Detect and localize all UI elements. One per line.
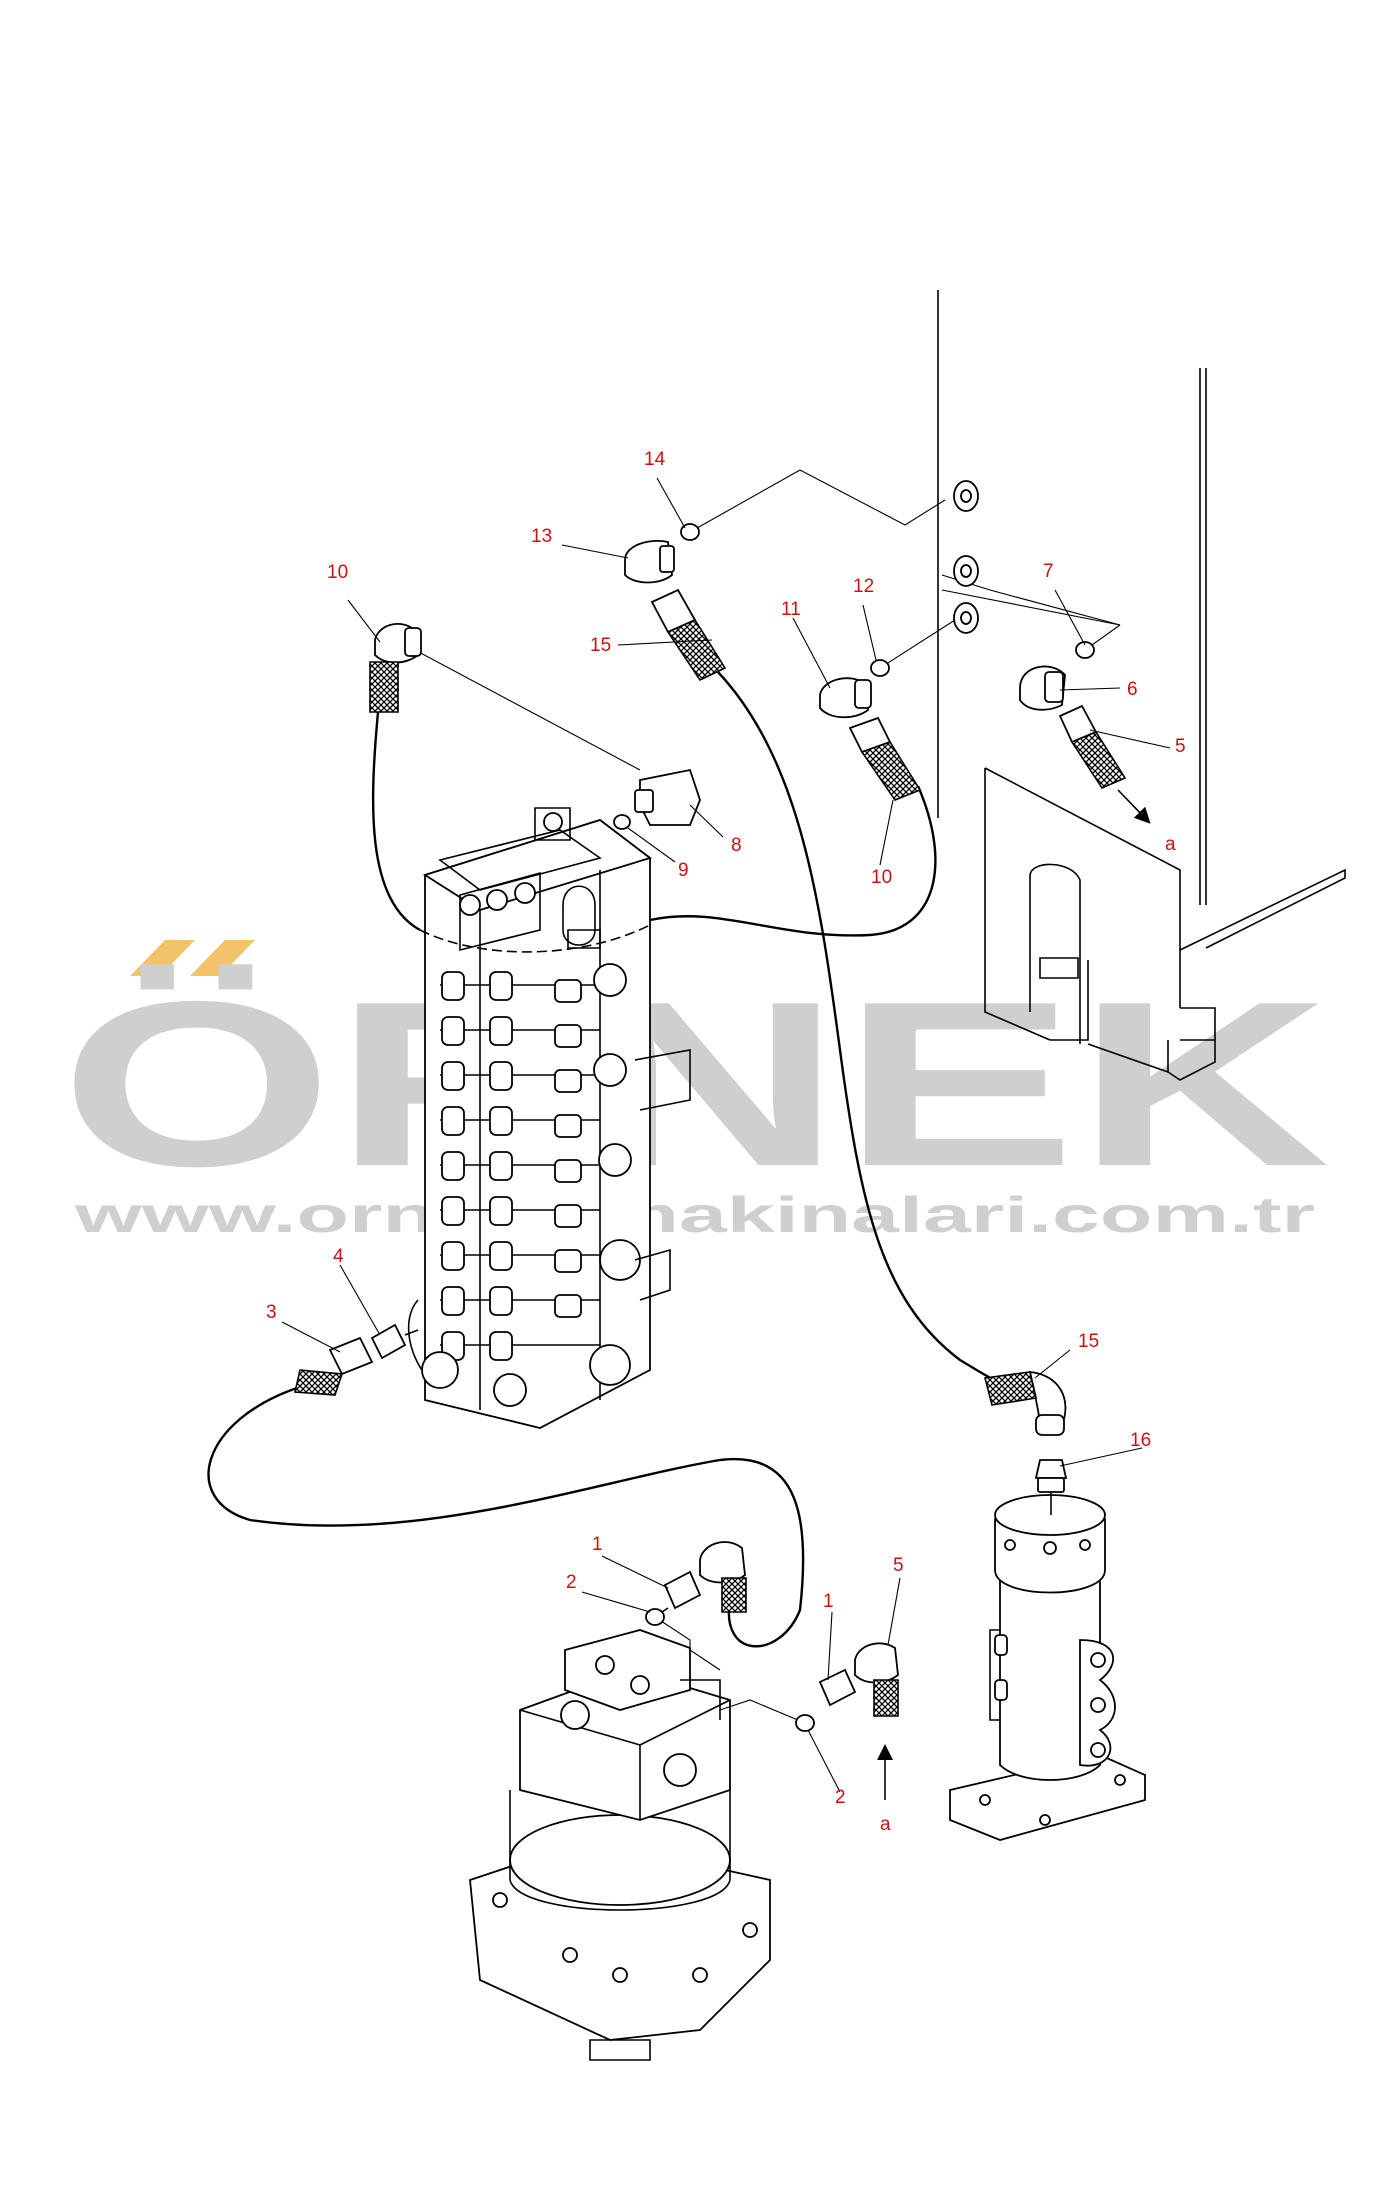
callout-5-low: 5 xyxy=(893,1555,904,1576)
hose-braid-3 xyxy=(294,1369,344,1396)
callout-9: 9 xyxy=(678,860,689,881)
fittings xyxy=(294,523,1127,1732)
oring-2-right xyxy=(795,1714,815,1732)
callout-13: 13 xyxy=(531,526,552,547)
watermark-website: www.ornekismakinalari.com.tr xyxy=(73,1187,1315,1243)
oring-14 xyxy=(680,523,700,541)
callout-1-right: 1 xyxy=(823,1591,834,1612)
arrow-a-top xyxy=(1117,789,1151,824)
adapter-1-left xyxy=(663,1570,702,1610)
hose-10-right xyxy=(649,785,937,937)
oring-7 xyxy=(1075,641,1095,659)
callout-15-low: 15 xyxy=(1078,1331,1099,1352)
pipe-2-right-line xyxy=(719,1699,806,1724)
callout-10-mid: 10 xyxy=(871,867,892,888)
watermark-accent-left xyxy=(130,940,195,976)
pipe-14-line xyxy=(689,469,946,533)
hose-braid-10-left xyxy=(369,661,399,713)
callout-16: 16 xyxy=(1130,1430,1151,1451)
oring-9 xyxy=(613,814,631,830)
hoses xyxy=(207,469,1121,1724)
callout-14: 14 xyxy=(644,449,666,470)
callout-12: 12 xyxy=(853,576,874,597)
elbow-loop-left xyxy=(699,1541,746,1584)
swing-motor xyxy=(469,1629,771,2061)
callout-8: 8 xyxy=(731,835,742,856)
hose-braid-loop-left xyxy=(721,1577,747,1613)
callout-11: 11 xyxy=(781,599,801,620)
pipe-2-left-line xyxy=(654,1616,721,1671)
callout-1-left: 1 xyxy=(592,1534,603,1555)
oring-12 xyxy=(870,659,890,677)
oring-2-left xyxy=(645,1608,665,1626)
adapter-16 xyxy=(1034,1459,1068,1479)
hose-10-joint xyxy=(414,649,641,771)
hose-braid-5-top xyxy=(1070,731,1127,790)
hose-10-left xyxy=(371,711,421,932)
callout-2-left: 2 xyxy=(566,1572,577,1593)
control-valve xyxy=(407,807,691,1429)
adapter-4 xyxy=(370,1323,407,1360)
callout-3: 3 xyxy=(266,1302,277,1323)
callout-2-right: 2 xyxy=(835,1787,846,1808)
callout-7: 7 xyxy=(1043,561,1054,582)
callout-6: 6 xyxy=(1127,679,1138,700)
hose-3-loop xyxy=(207,1385,805,1648)
callout-a-low: a xyxy=(880,1814,891,1835)
pipe-12-line xyxy=(879,619,956,669)
swivel-joint xyxy=(949,1494,1146,1841)
callout-15-top: 15 xyxy=(590,635,611,656)
callout-5-top: 5 xyxy=(1175,736,1186,757)
hose-end-3 xyxy=(328,1336,374,1376)
callout-4: 4 xyxy=(333,1246,344,1267)
hose-braid-15-low xyxy=(983,1371,1037,1406)
hose-braid-15-top xyxy=(666,618,727,682)
adapter-1-right xyxy=(818,1668,857,1707)
callout-a-top: a xyxy=(1165,834,1176,855)
leader-lines xyxy=(281,477,1171,1800)
callout-10-top: 10 xyxy=(327,562,348,583)
watermark-brand: ÖRNEK xyxy=(60,952,1330,1215)
hose-15-long xyxy=(717,671,1011,1387)
upper-frame xyxy=(937,290,1346,1081)
watermark-accent-right xyxy=(190,940,255,976)
watermark: ÖRNEK www.ornekismakinalari.com.tr xyxy=(60,940,1330,1243)
hose-braid-10-right xyxy=(860,741,922,801)
callouts: 14 13 15 10 12 11 7 6 5 8 9 10 a 4 3 15 … xyxy=(266,449,1186,1835)
elbow-5-low xyxy=(854,1642,899,1684)
hose-braid-5-low xyxy=(873,1679,899,1717)
